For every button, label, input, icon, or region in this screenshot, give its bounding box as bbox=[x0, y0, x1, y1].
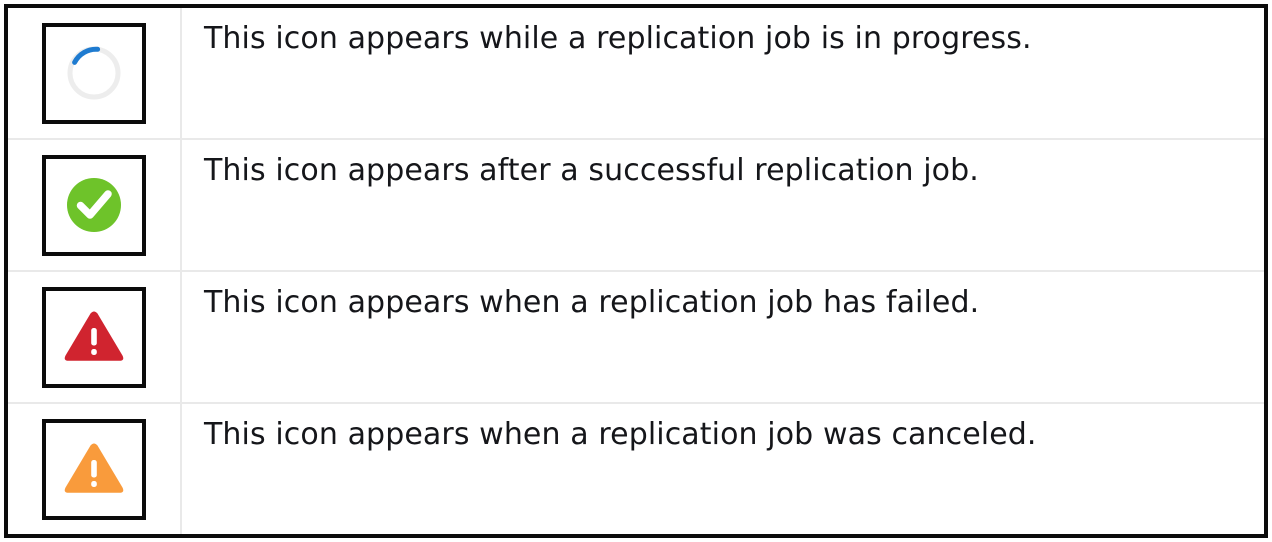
icon-cell bbox=[8, 140, 182, 270]
description-cell: This icon appears while a replication jo… bbox=[182, 8, 1264, 138]
spinner-in-progress-icon bbox=[63, 42, 125, 104]
row-description: This icon appears while a replication jo… bbox=[204, 21, 1032, 56]
description-cell: This icon appears when a replication job… bbox=[182, 404, 1264, 534]
table-row: This icon appears when a replication job… bbox=[8, 404, 1264, 534]
icon-box bbox=[42, 154, 146, 256]
canceled-warning-triangle-icon bbox=[62, 440, 126, 498]
success-check-icon bbox=[63, 174, 125, 236]
row-description: This icon appears after a successful rep… bbox=[204, 153, 979, 188]
icon-box bbox=[42, 286, 146, 388]
error-warning-triangle-icon bbox=[62, 308, 126, 366]
table-row: This icon appears after a successful rep… bbox=[8, 140, 1264, 272]
icon-box bbox=[42, 22, 146, 124]
icon-cell bbox=[8, 8, 182, 138]
replication-status-legend-table: This icon appears while a replication jo… bbox=[4, 4, 1268, 538]
description-cell: This icon appears when a replication job… bbox=[182, 272, 1264, 402]
table-row: This icon appears when a replication job… bbox=[8, 272, 1264, 404]
icon-box bbox=[42, 418, 146, 520]
description-cell: This icon appears after a successful rep… bbox=[182, 140, 1264, 270]
icon-cell bbox=[8, 404, 182, 534]
table-row: This icon appears while a replication jo… bbox=[8, 8, 1264, 140]
row-description: This icon appears when a replication job… bbox=[204, 285, 980, 320]
icon-cell bbox=[8, 272, 182, 402]
row-description: This icon appears when a replication job… bbox=[204, 417, 1037, 452]
